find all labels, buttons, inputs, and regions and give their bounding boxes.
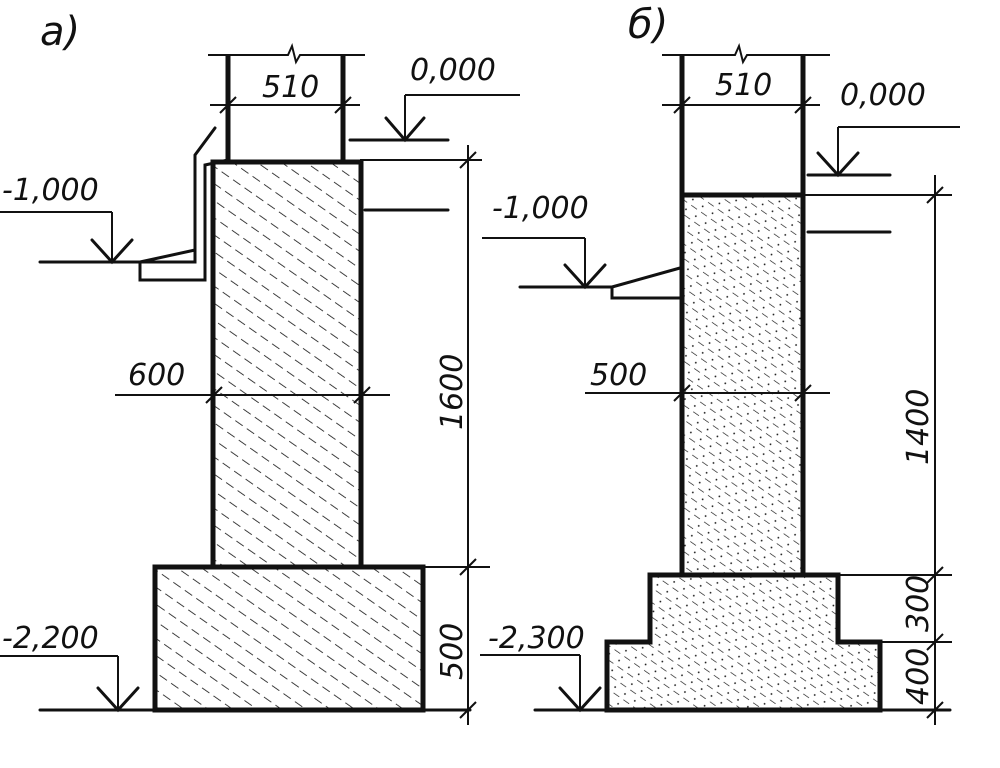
- slope-line: [138, 248, 197, 264]
- panel-b-level-ground: -1,000: [492, 191, 589, 226]
- panel-a-footing-block: [152, 564, 426, 713]
- panel-a-level-bottom: -2,200: [2, 621, 99, 656]
- panel-b-letter: б): [628, 2, 668, 48]
- dim-tick: [353, 386, 371, 404]
- panel-b-footing-lower-height: 400: [901, 648, 936, 705]
- dim-tick: [219, 96, 237, 114]
- panel-b-wall-block: [679, 192, 806, 578]
- dim-tick: [205, 386, 223, 404]
- dim-tick: [794, 96, 812, 114]
- panel-a-break-line: [208, 42, 365, 65]
- panel-a: а) 510 0,000 -1,000 60: [0, 9, 520, 725]
- panel-b: б) 510 0,000 -1,000 500: [480, 2, 960, 725]
- panel-a-wall-thickness: 600: [128, 358, 185, 393]
- panel-a-wall-width: 510: [262, 70, 319, 105]
- panel-a-footing-height: 500: [435, 623, 470, 680]
- panel-b-level-bottom: -2,300: [488, 621, 585, 656]
- panel-b-footing-block: [604, 572, 883, 713]
- panel-b-wall-thickness: 500: [590, 358, 647, 393]
- panel-a-letter: а): [40, 9, 80, 55]
- panel-a-insulation: [138, 126, 230, 282]
- panel-b-break-line: [662, 42, 830, 65]
- panel-b-insulation: [610, 266, 682, 300]
- panel-a-level-ground: -1,000: [2, 173, 99, 208]
- panel-a-level-top: 0,000: [410, 53, 496, 88]
- dim-tick: [926, 186, 944, 204]
- dim-tick: [459, 558, 477, 576]
- panel-b-level-top: 0,000: [840, 78, 926, 113]
- dim-tick: [334, 96, 352, 114]
- dim-tick: [673, 96, 691, 114]
- dim-tick: [794, 384, 812, 402]
- panel-a-wall-block: [210, 159, 364, 570]
- panel-a-wall-height: 1600: [435, 354, 470, 430]
- panel-b-wall-height: 1400: [901, 389, 936, 465]
- dim-tick: [459, 151, 477, 169]
- dim-tick: [673, 384, 691, 402]
- panel-b-wall-width: 510: [715, 68, 772, 103]
- panel-b-footing-upper-height: 300: [901, 575, 936, 632]
- dim-tick: [926, 566, 944, 584]
- dim-tick: [926, 633, 944, 651]
